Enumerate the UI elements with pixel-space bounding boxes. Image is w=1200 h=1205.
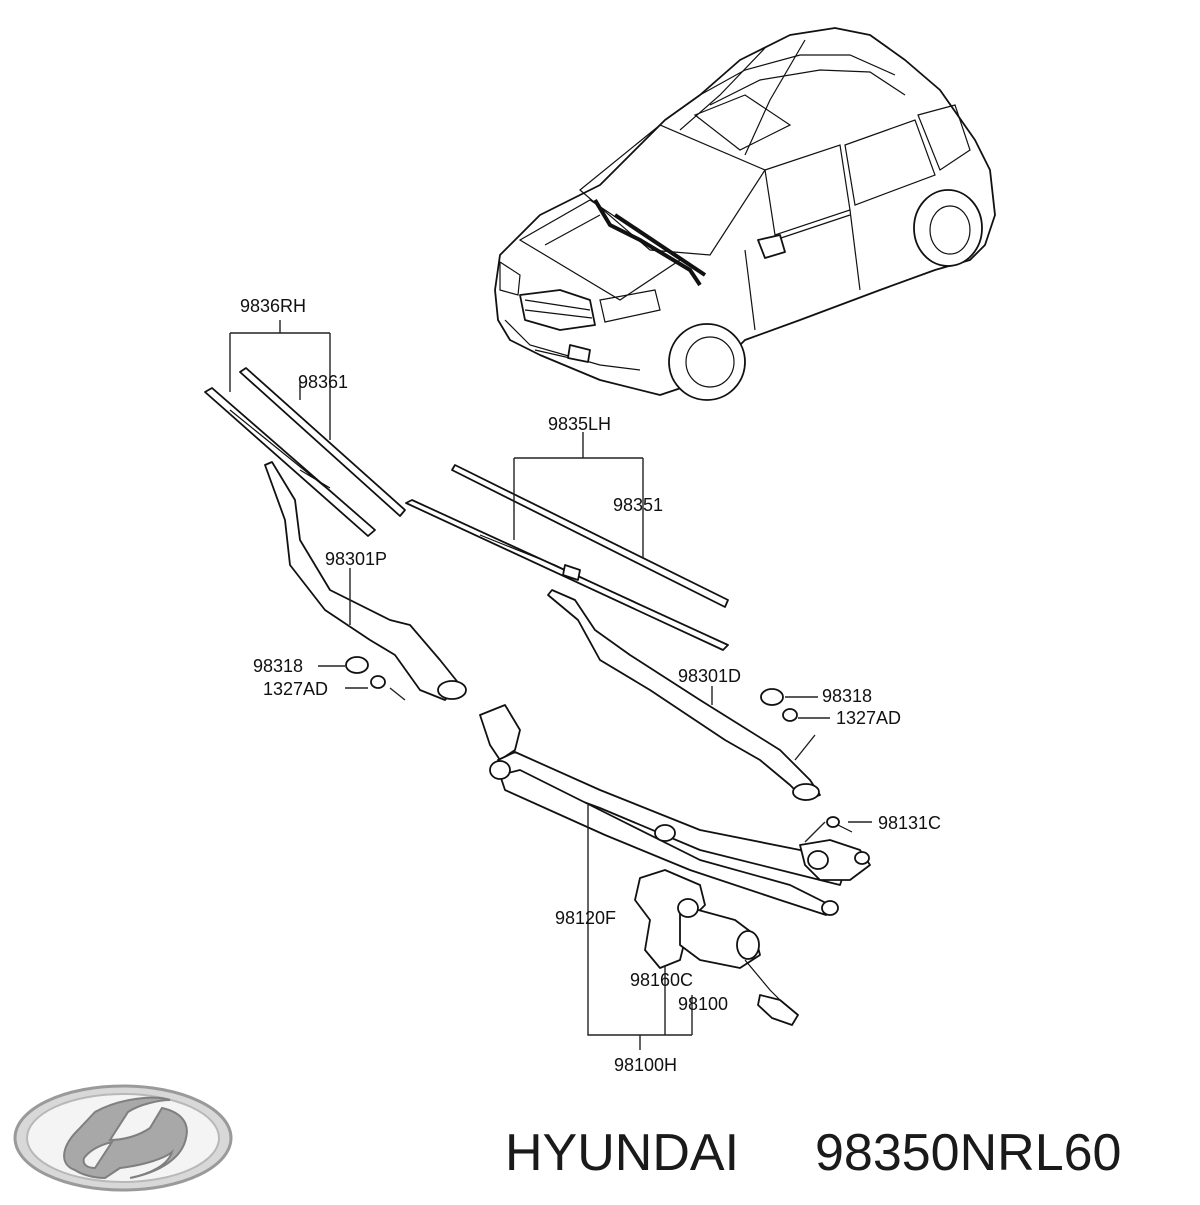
wiper-motor (634, 869, 799, 1026)
rh-wiper-blade (204, 387, 376, 537)
leader-lines (229, 320, 872, 1050)
label-98100: 98100 (678, 994, 728, 1014)
passenger-wiper-arm (264, 461, 467, 701)
label-98318-left: 98318 (253, 656, 303, 676)
car-illustration (494, 27, 996, 401)
hyundai-logo (13, 1084, 233, 1192)
lh-blade-refill (451, 464, 729, 608)
label-98351: 98351 (613, 495, 663, 515)
lh-wiper-blade (405, 499, 729, 651)
label-98160c: 98160C (630, 970, 693, 990)
brand-name: HYUNDAI (505, 1124, 739, 1182)
part-labels: 9836RH 98361 9835LH 98351 98301P 98318 1… (240, 296, 941, 1075)
part-number: 98350NRL60 (815, 1124, 1121, 1182)
label-98301d: 98301D (678, 666, 741, 686)
right-cap-and-nut (760, 688, 798, 722)
label-1327ad-left: 1327AD (263, 679, 328, 699)
label-98120f: 98120F (555, 908, 616, 928)
rh-blade-refill (239, 367, 406, 517)
label-98318-right: 98318 (822, 686, 872, 706)
label-9835lh: 9835LH (548, 414, 611, 434)
label-1327ad-right: 1327AD (836, 708, 901, 728)
label-98361: 98361 (298, 372, 348, 392)
wiper-linkage (479, 704, 871, 916)
label-98131c: 98131C (878, 813, 941, 833)
driver-wiper-arm (547, 589, 821, 801)
left-cap-and-nut (345, 656, 386, 689)
label-98100h: 98100H (614, 1055, 677, 1075)
label-98301p: 98301P (325, 549, 387, 569)
label-9836rh: 9836RH (240, 296, 306, 316)
